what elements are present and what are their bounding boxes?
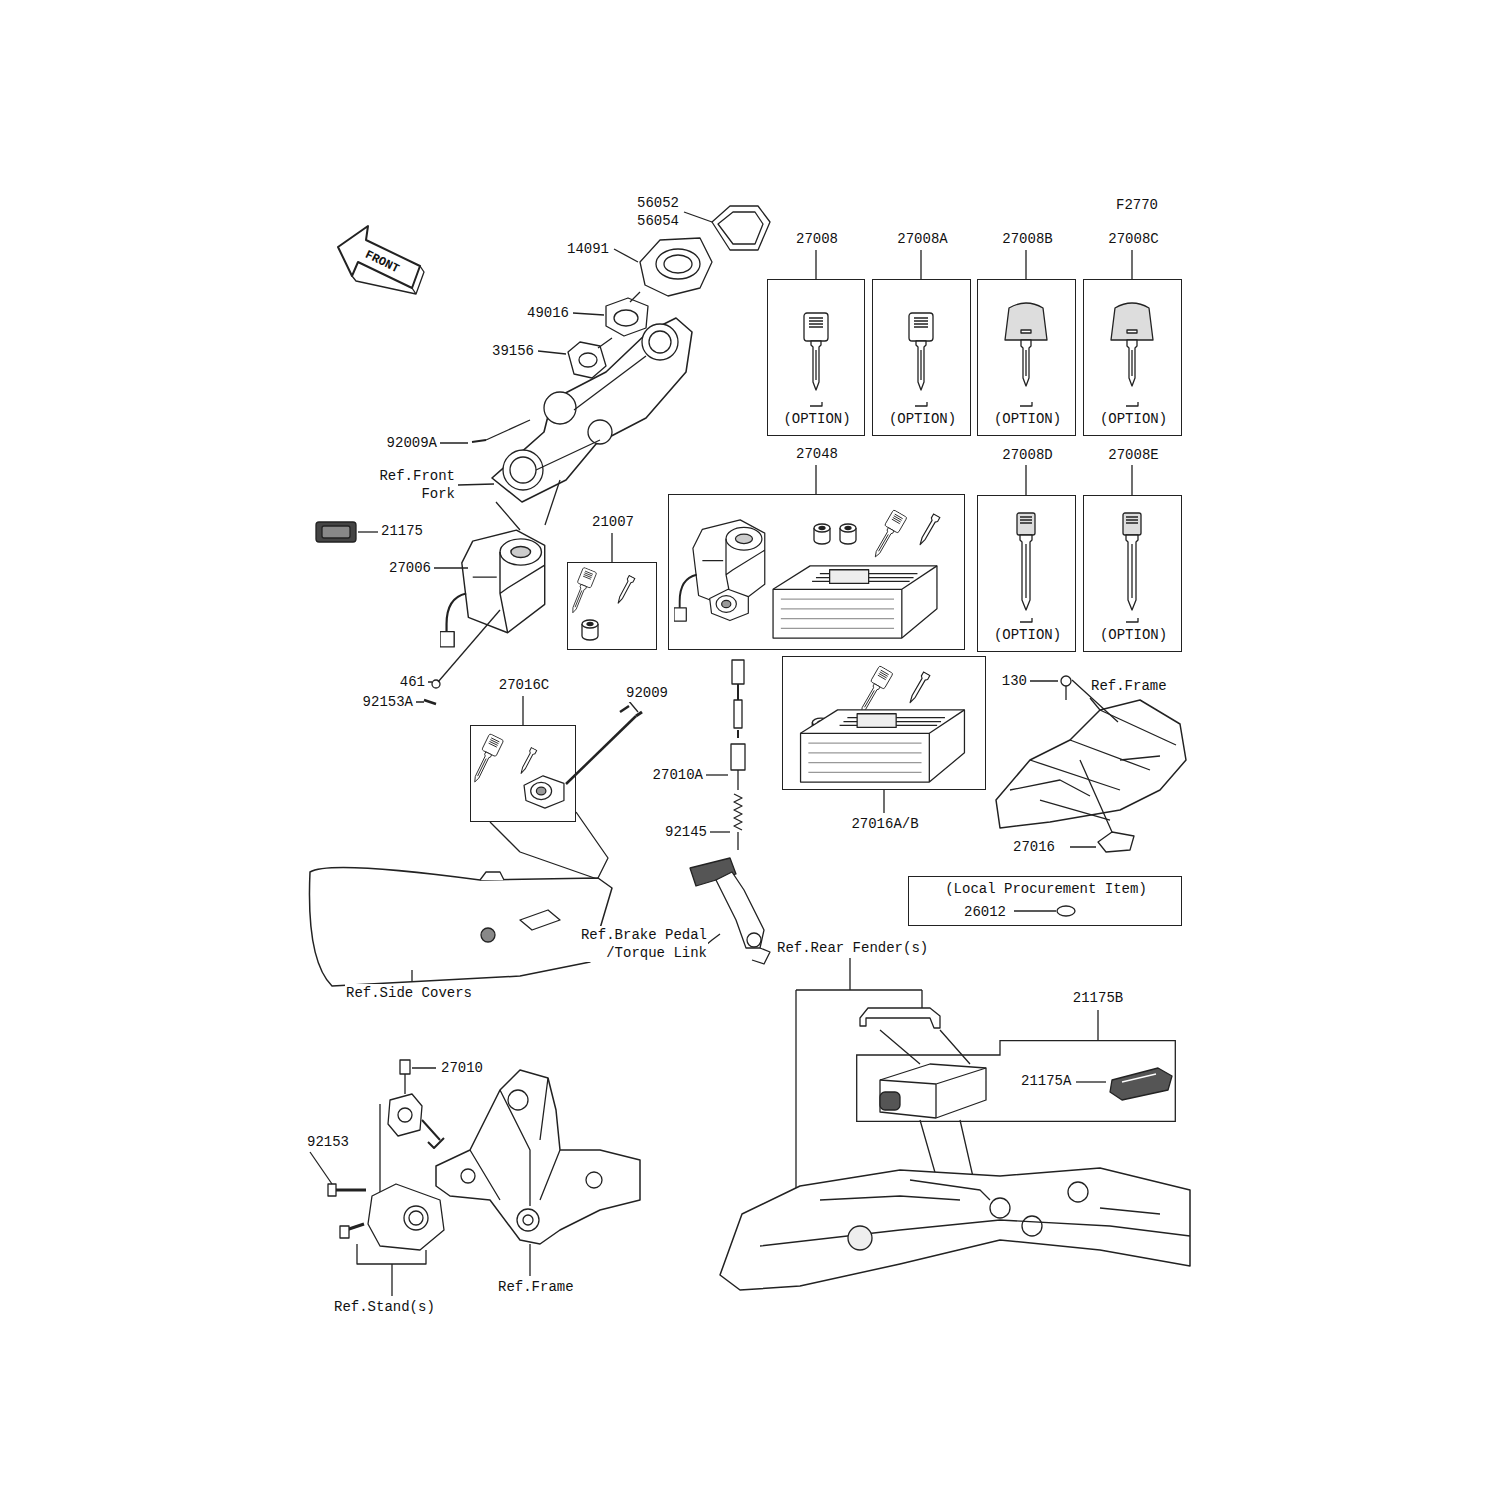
part-number: 27008 bbox=[795, 230, 839, 248]
part-number: 21175B bbox=[1072, 989, 1124, 1007]
parts-kit-box: 27048 bbox=[668, 494, 965, 650]
callout-number: 21175 bbox=[380, 522, 424, 540]
callout-number: 92145 bbox=[664, 823, 708, 841]
option-key-box: 27008A(OPTION) bbox=[872, 279, 971, 436]
callout-number: 92009A bbox=[386, 434, 438, 452]
callout-number: 27006 bbox=[388, 559, 432, 577]
reference-label: Ref.Stand(s) bbox=[333, 1298, 436, 1316]
part-number: 27008E bbox=[1107, 446, 1159, 464]
reference-label: Ref.Side Covers bbox=[345, 984, 473, 1002]
note-box: (Local Procurement Item) 26012 bbox=[908, 876, 1182, 926]
part-number: 27008C bbox=[1107, 230, 1159, 248]
callout-number: 27010 bbox=[440, 1059, 484, 1077]
option-key-box: 27008D(OPTION) bbox=[977, 495, 1076, 652]
reference-label: Ref.Brake Pedal /Torque Link bbox=[554, 926, 708, 962]
note-text: (Local Procurement Item) bbox=[944, 880, 1148, 898]
note-text: (OPTION) bbox=[888, 410, 957, 428]
callout-number: 461 bbox=[399, 673, 426, 691]
note-text: (OPTION) bbox=[993, 626, 1062, 644]
callout-number: 92153A bbox=[362, 693, 414, 711]
callout-number: 130 bbox=[1001, 672, 1028, 690]
option-key-box: 27008C(OPTION) bbox=[1083, 279, 1182, 436]
parts-kit-box: 27016A/B bbox=[782, 656, 986, 790]
bracket-outline bbox=[856, 1040, 1176, 1122]
callout-number: 49016 bbox=[526, 304, 570, 322]
option-key-box: 27008B(OPTION) bbox=[977, 279, 1076, 436]
part-number: 27016A/B bbox=[850, 815, 919, 833]
callout-number: 27016 bbox=[1012, 838, 1056, 856]
callout-number: 92009 bbox=[625, 684, 669, 702]
part-number: 27016C bbox=[498, 676, 550, 694]
parts-kit-box: 27016C bbox=[470, 725, 576, 822]
reference-label: Ref.Frame bbox=[1090, 677, 1168, 695]
note-text: (OPTION) bbox=[993, 410, 1062, 428]
reference-label: Ref.Frame bbox=[497, 1278, 575, 1296]
part-number: 21175A bbox=[1020, 1072, 1072, 1090]
callout-number: 27010A bbox=[652, 766, 704, 784]
note-text: (OPTION) bbox=[1099, 626, 1168, 644]
part-number: 21007 bbox=[591, 513, 635, 531]
callout-number: 92153 bbox=[306, 1133, 350, 1151]
callout-number: 56052 bbox=[636, 194, 680, 212]
part-number: 27048 bbox=[795, 445, 839, 463]
note-text: (OPTION) bbox=[782, 410, 851, 428]
note-text: (OPTION) bbox=[1099, 410, 1168, 428]
reference-label: Ref.Front Fork bbox=[370, 467, 456, 503]
part-number: 27008B bbox=[1001, 230, 1053, 248]
option-key-box: 27008(OPTION) bbox=[767, 279, 865, 436]
option-key-box: 27008E(OPTION) bbox=[1083, 495, 1182, 652]
callout-number: 56054 bbox=[636, 212, 680, 230]
part-number: 26012 bbox=[963, 903, 1007, 921]
callout-number: 39156 bbox=[491, 342, 535, 360]
callout-number: 14091 bbox=[566, 240, 610, 258]
parts-kit-box: 21175B21175A bbox=[856, 1040, 1176, 1122]
part-number: 27008A bbox=[896, 230, 948, 248]
parts-kit-box: 21007 bbox=[567, 562, 657, 650]
part-number: 27008D bbox=[1001, 446, 1053, 464]
reference-label: F2770 bbox=[1115, 196, 1159, 214]
reference-label: Ref.Rear Fender(s) bbox=[776, 939, 929, 957]
